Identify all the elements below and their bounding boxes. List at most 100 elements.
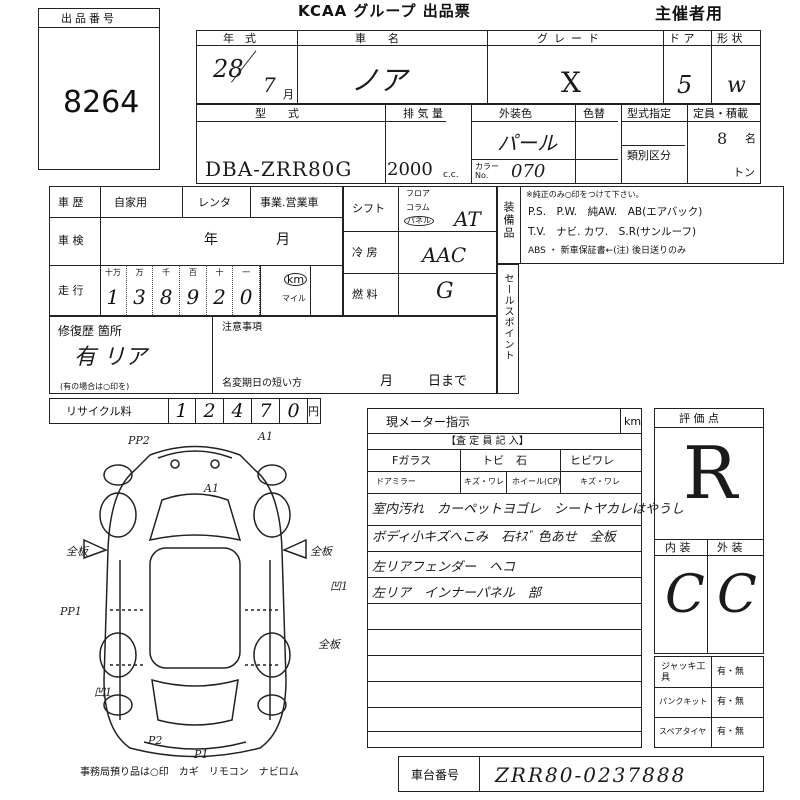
lot-number-value: 8264 [63, 85, 140, 120]
tools-block: ジャッキ工具 有・無 パンクキット 有・無 スペアタイヤ 有・無 [654, 656, 764, 748]
deadline-day: 日まで [428, 374, 468, 389]
displacement-value: 2000 [387, 159, 433, 180]
equipment-label: 装備品 [502, 201, 515, 240]
fuel-label: 燃 料 [352, 288, 378, 301]
recycle-digit: 4 [224, 399, 252, 423]
color-number-label: カラー No. [475, 162, 499, 180]
model-value: ノア [351, 64, 408, 97]
meter-label: 現メーター指示 [386, 415, 471, 429]
deadline-month: 月 [380, 374, 394, 389]
recycle-digit: 7 [252, 399, 280, 423]
inspector-note-3: 左リアフェンダー ヘコ [372, 560, 516, 575]
mark-pp2: PP2 [127, 434, 150, 447]
recycle-digit: 2 [196, 399, 224, 423]
mileage-label: 走 行 [58, 284, 84, 297]
mileage-digit-label: 百 [188, 268, 197, 277]
mileage-digit-label: 千 [162, 268, 171, 277]
year-label: 年 式 [223, 32, 256, 45]
puncture-kit-opt: 有・無 [717, 697, 745, 707]
interior-label: 内 装 [665, 541, 691, 554]
chassis-label: 車台番号 [411, 768, 460, 782]
equipment-note: ※純正のみ○印をつけて下さい。 [526, 190, 644, 199]
exterior-color-label: 外装色 [499, 107, 532, 120]
equipment-block: 装備品 ※純正のみ○印をつけて下さい。 P.S. P.W. 純AW. AB(エア… [497, 186, 784, 264]
spec-row: 型 式 排 気 量 外装色 色替 型式指定 定員・積載 類別区分 DBA-ZRR… [196, 104, 761, 184]
mileage-digit-value: 8 [159, 285, 173, 309]
history-private: 自家用 [114, 196, 147, 209]
mileage-digit-value: 3 [133, 285, 146, 309]
fglass-label: Fガラス [392, 454, 432, 467]
type-label: 型 式 [255, 107, 299, 120]
color-number-value: 070 [511, 161, 546, 182]
mark-dent-right: 凹1 [330, 580, 348, 593]
capacity-value: 8 [717, 129, 728, 148]
fglass-stone: 石 [516, 454, 527, 467]
shift-label: シフト [352, 202, 385, 215]
ac-value: AAC [422, 243, 467, 267]
mechanics-block: シフト フロア コラム パネル AT 冷 房 AAC 燃 料 G [343, 186, 497, 316]
class-label: 類別区分 [627, 149, 671, 162]
door-mirror-opt: キズ・ワレ [464, 477, 504, 486]
door-mirror-label: ドアミラー [376, 477, 416, 486]
type-designation-label: 型式指定 [627, 107, 671, 120]
inspector-note-4: 左リア インナーパネル 部 [372, 586, 541, 601]
wheel-opt: キズ・ワレ [580, 477, 620, 486]
equipment-line-1: P.S. P.W. 純AW. AB(エアバック) [528, 206, 703, 218]
exterior-label: 外 装 [717, 541, 743, 554]
capacity-unit: 名 [745, 132, 756, 145]
doors-label: ド ア [669, 32, 695, 45]
meter-unit: km [624, 415, 642, 428]
type-value: DBA-ZRR80G [205, 157, 353, 181]
mileage-digit-label: 万 [135, 268, 144, 277]
spare-tire-opt: 有・無 [717, 727, 745, 737]
history-label: 車 歴 [58, 196, 84, 209]
history-rental: レンタ [198, 196, 231, 209]
inspector-note-1: 室内汚れ カーペットヨゴレ シートヤカレはやうし [372, 502, 685, 517]
recycle-digit: 0 [280, 399, 308, 423]
repair-value: 有 リア [74, 345, 147, 370]
shape-value: w [727, 73, 746, 98]
mark-panel-rear-right: 全板 [318, 638, 342, 651]
equipment-line-3: ABS ・ 新車保証書←(注) 後日送りのみ [528, 246, 687, 256]
inspection-month: 月 [276, 232, 290, 248]
mark-p1: P1 [193, 748, 208, 761]
sales-point-block: セールスポイント [497, 264, 519, 394]
mileage-digit-label: 十万 [104, 268, 121, 277]
grade-value: X [561, 66, 581, 99]
repair-label: 修復歴 箇所 [58, 324, 122, 338]
shift-column: コラム [406, 203, 430, 212]
grade-label: グレード [537, 32, 605, 45]
evaluation-block: 評 価 点 R 内 装 外 装 C C [654, 408, 764, 654]
fglass-chip: トビ [482, 454, 504, 467]
shape-label: 形 状 [717, 32, 743, 45]
fglass-crack: ヒビワレ [570, 454, 614, 467]
mark-a1-hood: A1 [203, 482, 219, 495]
mark-pp1: PP1 [59, 605, 82, 618]
year-value: 28 [213, 55, 244, 83]
recycle-unit: 円 [308, 405, 319, 418]
car-damage-diagram: PP2 A1 A1 凹1 PP1 凹1 P2 P1 全板 全板 全板 [59, 430, 348, 761]
inspector-section-label: 【査 定 員 記 入】 [446, 436, 529, 447]
mark-a1-front: A1 [257, 430, 273, 443]
shift-panel: パネル [404, 216, 434, 226]
chassis-block: 車台番号 ZRR80-0237888 [398, 756, 764, 792]
month-unit: 月 [283, 88, 294, 101]
notes-label: 注意事項 [222, 322, 262, 333]
lot-number-label: 出品番号 [61, 12, 117, 25]
mileage-digit-value: 0 [239, 285, 253, 309]
recycle-digit: 1 [168, 399, 196, 423]
mark-p2: P2 [147, 734, 162, 747]
inspection-year: 年 [204, 232, 218, 248]
inspector-note-2: ボディ小キズへこみ 石ｷｽﾞ 色あせ 全板 [372, 530, 616, 545]
jack-opt: 有・無 [717, 667, 745, 677]
month-value: 7 [263, 73, 276, 97]
mark-panel-left: 全板 [66, 545, 90, 558]
